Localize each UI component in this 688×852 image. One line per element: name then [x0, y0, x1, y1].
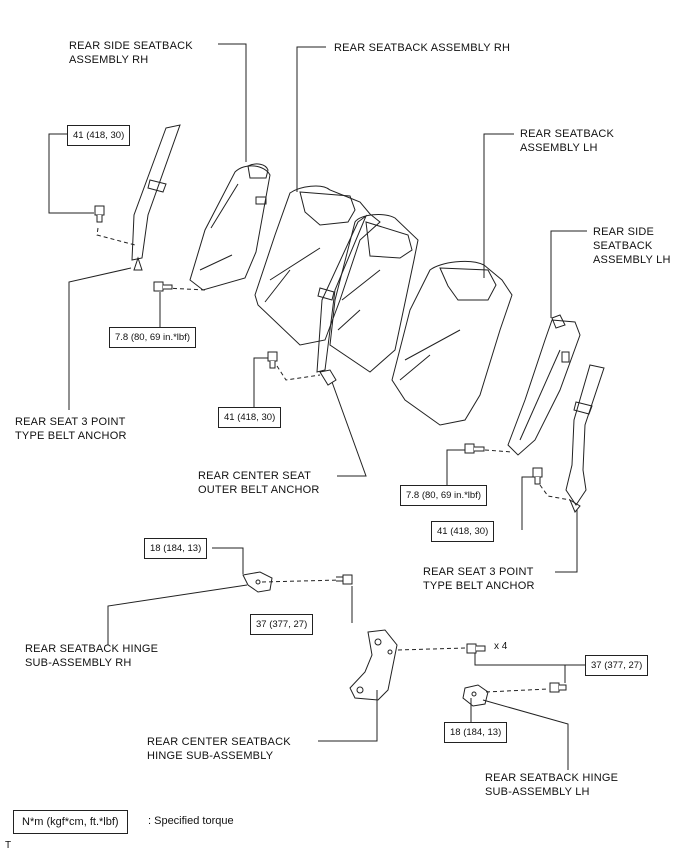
leader-belt-anchor-rh: [68, 267, 132, 410]
label-line: HINGE SUB-ASSEMBLY: [147, 750, 274, 762]
bolt-icon: [464, 443, 485, 454]
label-line: REAR SEATBACK HINGE: [485, 772, 619, 784]
leader-side-seatback-rh: [218, 43, 247, 162]
label-rear-side-seatback-lh: REAR SIDE SEATBACK ASSEMBLY LH: [593, 225, 671, 267]
label-line: ASSEMBLY LH: [520, 142, 598, 154]
bolt-icon: [532, 467, 543, 485]
label-rear-side-seatback-rh: REAR SIDE SEATBACK ASSEMBLY RH: [69, 39, 193, 67]
hinge-lh-part: [462, 684, 489, 707]
label-line: REAR SEAT 3 POINT: [15, 416, 126, 428]
leader-center-hinge: [318, 690, 378, 742]
bolt-icons: [94, 205, 567, 693]
label-rear-seatback-rh: REAR SEATBACK ASSEMBLY RH: [334, 41, 510, 55]
leader-t8: [474, 650, 586, 666]
belt-anchor-lh-part: [565, 364, 605, 513]
bolt-icon: [336, 574, 353, 585]
center-seatback-part: [329, 214, 419, 373]
torque-box: 37 (377, 27): [250, 614, 314, 635]
figure-code: T: [5, 840, 12, 851]
rear-seatback-rh-part: [254, 185, 381, 346]
bolt-icon: [267, 351, 278, 369]
label-belt-anchor-lh: REAR SEAT 3 POINT TYPE BELT ANCHOR: [423, 565, 535, 593]
label-line: TYPE BELT ANCHOR: [15, 430, 127, 442]
label-line: REAR SEATBACK: [520, 128, 615, 140]
leader-t5: [521, 476, 537, 530]
label-line: REAR SIDE: [593, 226, 655, 238]
center-belt-part: [316, 214, 368, 386]
leader-t8b: [564, 664, 586, 683]
torque-box: 18 (184, 13): [144, 538, 208, 559]
label-rear-seatback-lh: REAR SEATBACK ASSEMBLY LH: [520, 127, 614, 155]
label-line: SUB-ASSEMBLY RH: [25, 657, 132, 669]
label-line: REAR SEATBACK HINGE: [25, 643, 159, 655]
quantity-multiplier: x 4: [494, 641, 508, 652]
torque-box: 41 (418, 30): [67, 125, 131, 146]
label-line: REAR SEAT 3 POINT: [423, 566, 534, 578]
label-line: OUTER BELT ANCHOR: [198, 484, 320, 496]
torque-box: 18 (184, 13): [444, 722, 508, 743]
leader-seatback-lh: [483, 133, 514, 278]
label-belt-anchor-rh: REAR SEAT 3 POINT TYPE BELT ANCHOR: [15, 415, 127, 443]
leader-belt-anchor-lh: [555, 510, 578, 573]
rear-seatback-lh-part: [391, 260, 513, 426]
torque-box: 37 (377, 27): [585, 655, 649, 676]
leader-seatback-rh: [296, 46, 326, 192]
leader-hinge-lh: [482, 699, 569, 770]
legend-description: : Specified torque: [148, 815, 234, 827]
label-line: TYPE BELT ANCHOR: [423, 580, 535, 592]
label-line: REAR CENTER SEATBACK: [147, 736, 291, 748]
leader-side-seatback-lh: [550, 230, 587, 318]
label-line: REAR SIDE SEATBACK: [69, 40, 193, 52]
torque-box: 7.8 (80, 69 in.*lbf): [400, 485, 487, 506]
label-hinge-rh: REAR SEATBACK HINGE SUB-ASSEMBLY RH: [25, 642, 158, 670]
label-line: REAR SEATBACK ASSEMBLY RH: [334, 42, 511, 54]
label-line: SUB-ASSEMBLY LH: [485, 786, 590, 798]
leader-t4: [446, 449, 465, 486]
legend-unit-box: N*m (kgf*cm, ft.*lbf): [13, 810, 128, 834]
torque-box: 7.8 (80, 69 in.*lbf): [109, 327, 196, 348]
bolt-icon: [549, 682, 567, 693]
leader-hinge-rh: [107, 584, 248, 645]
rear-side-seatback-lh-part: [507, 314, 581, 456]
center-hinge-part: [349, 629, 398, 701]
belt-anchor-rh-part: [131, 124, 181, 271]
leader-t3: [253, 357, 268, 409]
torque-box: 41 (418, 30): [431, 521, 495, 542]
hinge-rh-part: [242, 571, 273, 593]
bolt-icon: [466, 643, 486, 654]
label-line: SEATBACK: [593, 240, 653, 252]
leader-t6: [212, 547, 244, 574]
label-line: REAR CENTER SEAT: [198, 470, 312, 482]
label-hinge-lh: REAR SEATBACK HINGE SUB-ASSEMBLY LH: [485, 771, 618, 799]
label-line: ASSEMBLY RH: [69, 54, 149, 66]
label-line: ASSEMBLY LH: [593, 254, 671, 266]
rear-side-seatback-rh-part: [189, 163, 271, 291]
bolt-icon: [94, 205, 105, 223]
leader-center-outer-anchor: [331, 381, 367, 477]
leader-t1: [48, 133, 94, 214]
bolt-icon: [153, 281, 173, 292]
torque-box: 41 (418, 30): [218, 407, 282, 428]
label-center-hinge: REAR CENTER SEATBACK HINGE SUB-ASSEMBLY: [147, 735, 291, 763]
label-center-outer-belt-anchor: REAR CENTER SEAT OUTER BELT ANCHOR: [198, 469, 320, 497]
